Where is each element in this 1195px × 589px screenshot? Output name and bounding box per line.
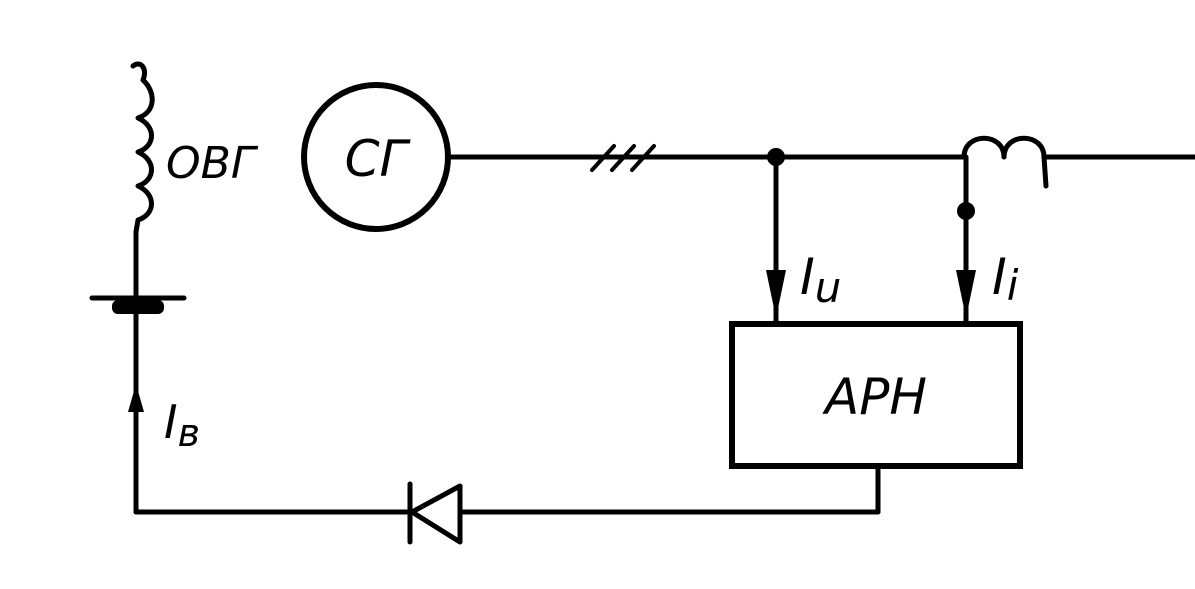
current-current-label: Ii [992,248,1019,310]
current-current-arrow [956,270,976,318]
current-tap-junction [957,202,975,220]
voltage-current-label: Iu [800,248,841,312]
excitation-current-arrow [128,384,144,412]
current-transformer-icon [961,135,1049,189]
generator-label: СГ [345,130,412,188]
field-winding-label: ОВГ [166,138,259,189]
voltage-current-arrow [766,270,786,318]
three-phase-marks [590,144,656,172]
regulator-box [729,321,1023,469]
diode-icon [407,481,463,545]
regulator-label: АРН [822,368,927,426]
excitation-current-label: Iв [164,395,200,455]
brush-contact [89,295,187,314]
field-winding-coil [130,61,155,235]
